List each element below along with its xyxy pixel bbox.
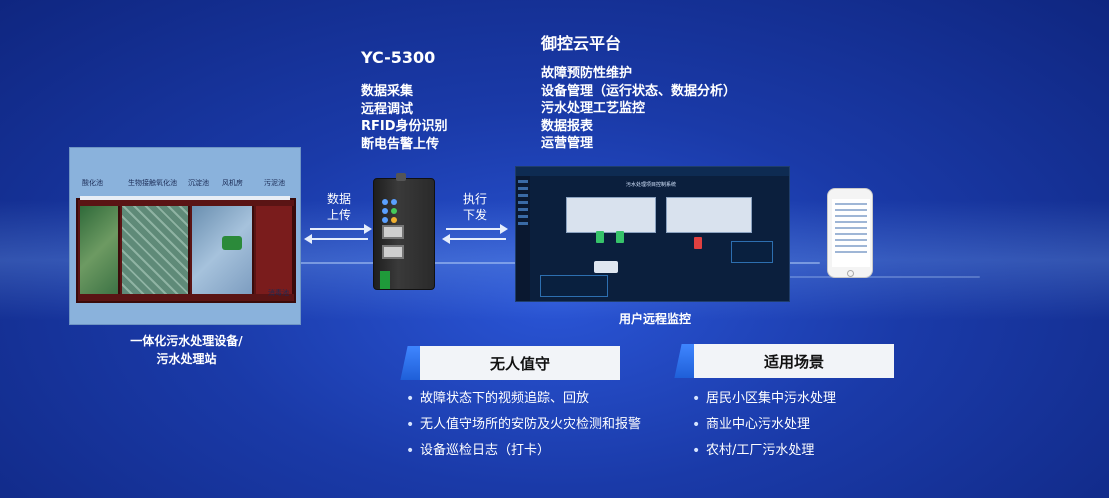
bullet-icon: • [692, 391, 701, 407]
dashboard-truck-icon [594, 261, 618, 273]
tank-caption: 一体化污水处理设备/ 污水处理站 [104, 332, 269, 368]
monitoring-dashboard: 污水处理项目控制系统 [515, 166, 790, 302]
list-item: • 故障状态下的视频追踪、回放 [406, 386, 641, 412]
arrow-right-line [310, 228, 368, 230]
arrow-right-line [446, 228, 504, 230]
ethernet-port-icon [382, 225, 404, 239]
mobile-phone [827, 188, 873, 278]
arrow-left-line [310, 238, 368, 240]
dashboard-tank-icon [596, 231, 604, 243]
dashboard-caption: 用户远程监控 [618, 312, 691, 326]
dashboard-topbar [516, 167, 789, 176]
dashboard-sidenav [516, 176, 530, 301]
unmanned-banner: 无人值守 [420, 346, 620, 380]
list-item-text: 农村/工厂污水处理 [706, 443, 815, 458]
list-item: • 商业中心污水处理 [692, 412, 836, 438]
ethernet-port-icon [382, 245, 404, 259]
device-function: 远程调试 [361, 101, 414, 117]
list-item-text: 居民小区集中污水处理 [706, 391, 837, 406]
tank-pipe [80, 196, 290, 200]
list-item-text: 故障状态下的视频追踪、回放 [420, 391, 590, 406]
phone-home-button-icon [847, 270, 854, 277]
arrow-left-head [442, 234, 450, 244]
unmanned-list: • 故障状态下的视频追踪、回放 • 无人值守场所的安防及火灾检测和报警 • 设备巡检日… [406, 386, 641, 464]
list-item: • 无人值守场所的安防及火灾检测和报警 [406, 412, 641, 438]
device-function: 数据采集 [361, 84, 414, 99]
execute-label-line: 下发 [462, 208, 487, 222]
cloud-title: 御控云平台 [541, 34, 622, 53]
sewage-tank-image: 酸化池 生物接触氧化池 沉淀池 风机房 污泥池 消毒池 [69, 147, 301, 325]
led-icon [391, 208, 397, 214]
cloud-function: 设备管理（运行状态、数据分析） [541, 83, 737, 99]
tank-label: 生物接触氧化池 [128, 179, 177, 187]
device-antenna [396, 173, 406, 181]
cloud-function: 故障预防性维护 [541, 66, 633, 81]
led-icon [382, 199, 388, 205]
dashboard-process-block [566, 197, 656, 233]
phone-screen [832, 199, 870, 267]
cloud-function-list: 故障预防性维护 设备管理（运行状态、数据分析） 污水处理工艺监控 数据报表 运营… [541, 65, 736, 153]
list-item-text: 设备巡检日志（打卡） [420, 443, 551, 458]
list-item: • 设备巡检日志（打卡） [406, 438, 641, 464]
tank-label: 消毒池 [268, 289, 289, 297]
tank-cell [122, 206, 190, 294]
device-function: 断电告警上传 [361, 136, 440, 152]
tank-caption-line: 污水处理站 [156, 352, 217, 366]
cloud-function: 污水处理工艺监控 [541, 101, 646, 116]
tank-label: 污泥池 [264, 179, 285, 187]
arrow-right-head [500, 224, 508, 234]
list-item-text: 无人值守场所的安防及火灾检测和报警 [420, 417, 642, 432]
dashboard-title: 污水处理项目控制系统 [626, 182, 677, 188]
dashboard-process-block [666, 197, 752, 233]
bullet-icon: • [406, 443, 415, 459]
bullet-icon: • [406, 391, 415, 407]
led-icon [391, 199, 397, 205]
dashboard-value-panel [731, 241, 773, 263]
dashboard-tank-icon [616, 231, 624, 243]
gateway-device [373, 173, 435, 290]
dashboard-value-panel [540, 275, 608, 297]
tank-caption-line: 一体化污水处理设备/ [130, 334, 243, 348]
device-leds [382, 199, 404, 223]
tank-cell [256, 206, 294, 294]
led-icon [382, 208, 388, 214]
tank-cell [80, 206, 120, 294]
tank-label: 风机房 [222, 179, 243, 187]
arrow-left-line [448, 238, 506, 240]
tank-label: 酸化池 [82, 179, 103, 187]
scenarios-banner: 适用场景 [694, 344, 894, 378]
led-icon [382, 217, 388, 223]
tank-body [76, 198, 296, 303]
device-function: RFID身份识别 [361, 119, 448, 134]
tank-pump [222, 236, 242, 250]
arrow-left-head [304, 234, 312, 244]
bullet-icon: • [692, 443, 701, 459]
terminal-block-icon [380, 271, 390, 289]
execute-label: 执行 下发 [452, 191, 498, 223]
list-item-text: 商业中心污水处理 [706, 417, 811, 432]
upload-label: 数据 上传 [316, 191, 362, 223]
device-function-list: 数据采集 远程调试 RFID身份识别 断电告警上传 [361, 83, 448, 153]
scenarios-list: • 居民小区集中污水处理 • 商业中心污水处理 • 农村/工厂污水处理 [692, 386, 836, 464]
dashboard-alarm-icon [694, 237, 702, 249]
tank-label: 沉淀池 [188, 179, 209, 187]
upload-label-line: 上传 [326, 208, 351, 222]
upload-label-line: 数据 [326, 192, 351, 206]
arrow-right-head [364, 224, 372, 234]
execute-label-line: 执行 [462, 192, 487, 206]
list-item: • 农村/工厂污水处理 [692, 438, 836, 464]
list-item: • 居民小区集中污水处理 [692, 386, 836, 412]
bullet-icon: • [406, 417, 415, 433]
led-icon [391, 217, 397, 223]
cloud-function: 数据报表 [541, 118, 594, 134]
bullet-icon: • [692, 417, 701, 433]
device-model: YC-5300 [361, 48, 436, 67]
tank-cell [192, 206, 254, 294]
cloud-function: 运营管理 [541, 136, 594, 151]
